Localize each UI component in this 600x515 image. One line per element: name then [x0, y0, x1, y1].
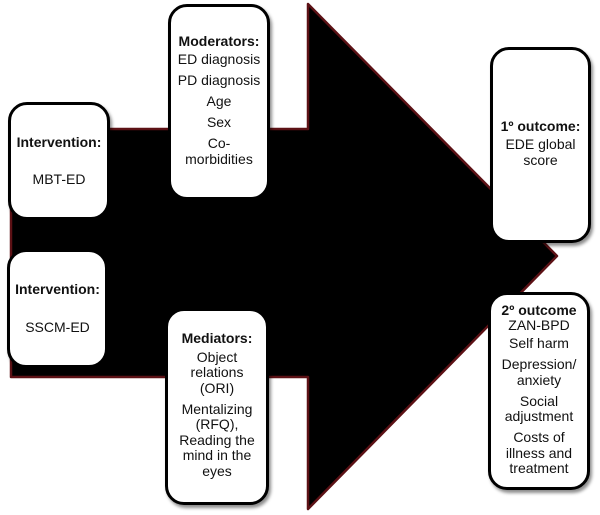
intervention-box-mbt-ed: Intervention: MBT-ED	[8, 102, 110, 220]
secondary-outcome-box: 2º outcome ZAN-BPD Self harm Depression/…	[488, 292, 590, 490]
intervention-box-sscm-ed: Intervention: SSCM-ED	[7, 249, 108, 368]
primary-outcome-item: EDE global score	[505, 136, 576, 168]
secondary-outcome-scale: ZAN-BPD	[508, 317, 570, 333]
moderators-title: Moderators:	[178, 33, 260, 49]
secondary-outcome-item: Depression/ anxiety	[501, 356, 577, 388]
moderator-item: PD diagnosis	[177, 72, 261, 89]
primary-outcome-title: 1º outcome:	[500, 118, 581, 134]
moderator-item: Co-morbidities	[185, 135, 253, 167]
secondary-outcome-title: 2º outcome	[501, 301, 577, 318]
moderator-item: Sex	[206, 114, 232, 131]
intervention-value: MBT-ED	[32, 171, 86, 187]
intervention-title: Intervention:	[16, 133, 102, 150]
primary-outcome-box: 1º outcome: EDE global score	[490, 47, 591, 243]
secondary-outcome-item: Social adjustment	[504, 392, 574, 425]
secondary-outcome-item: Self harm	[509, 335, 569, 352]
secondary-outcome-item: Costs of illness and treatment	[505, 429, 573, 477]
intervention-value: SSCM-ED	[25, 318, 90, 335]
moderators-box: Moderators: ED diagnosis PD diagnosis Ag…	[168, 4, 270, 200]
moderator-item: Age	[206, 93, 232, 110]
moderator-item: ED diagnosis	[177, 51, 261, 68]
mediator-item: Object relations (ORI)	[190, 348, 244, 396]
intervention-title: Intervention:	[15, 281, 100, 297]
right-arrow-shape	[9, 2, 559, 511]
mediators-box: Mediators: Object relations (ORI) Mental…	[165, 308, 269, 505]
mediator-item: Mentalizing (RFQ), Reading the mind in t…	[179, 400, 255, 479]
mediators-title: Mediators:	[181, 330, 253, 347]
